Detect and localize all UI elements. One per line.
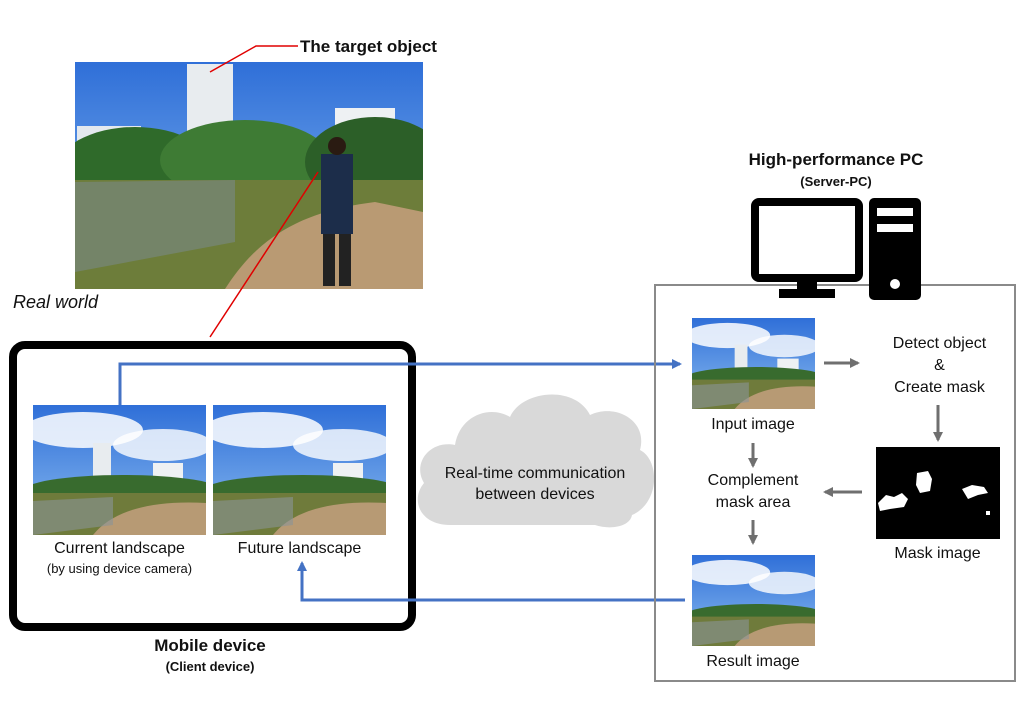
detect-object-label-line2: & [862,356,1017,376]
pc-title: High-performance PC [716,150,956,170]
complement-label-line2: mask area [673,493,833,513]
complement-label-line1: Complement [673,471,833,491]
monitor-icon [751,198,863,300]
result-image-label: Result image [673,652,833,672]
input-image-label: Input image [673,415,833,435]
pc-subtitle: (Server-PC) [716,172,956,192]
result-image [692,555,815,646]
mask-image [876,447,1000,539]
detect-object-label-line1: Detect object [862,334,1017,354]
detect-object-label-line3: Create mask [862,378,1017,398]
tower-icon [869,198,921,300]
input-image [692,318,815,409]
mask-image-label: Mask image [860,544,1015,564]
